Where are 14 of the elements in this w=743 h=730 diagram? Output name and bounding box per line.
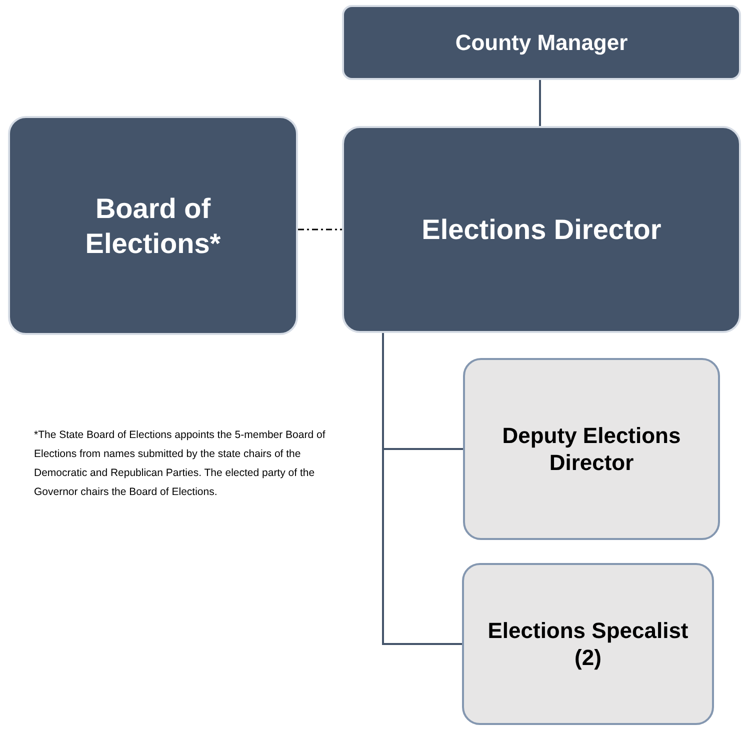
position-box xyxy=(462,563,714,725)
box-title: Elections Specalist (2) xyxy=(486,616,690,672)
footnote-text: *The State Board of Elections appoints the 5-member Board of Elections from names submitted by the state chairs of the Democratic and Republican Parties. The elected party of the Governor chairs the Board of Elections. xyxy=(34,428,326,500)
box-title: County Manager xyxy=(455,28,628,56)
connector-line xyxy=(539,80,541,126)
box-title: Board of Elections* xyxy=(84,192,222,260)
dashed-connector xyxy=(298,228,342,230)
connector-line xyxy=(382,333,462,645)
leadership-box xyxy=(8,116,298,335)
leadership-box xyxy=(342,5,741,80)
box-title: Elections Director xyxy=(422,213,662,247)
leadership-box xyxy=(342,126,741,333)
box-title: Deputy Elections Director xyxy=(501,422,682,476)
position-box xyxy=(463,358,720,540)
